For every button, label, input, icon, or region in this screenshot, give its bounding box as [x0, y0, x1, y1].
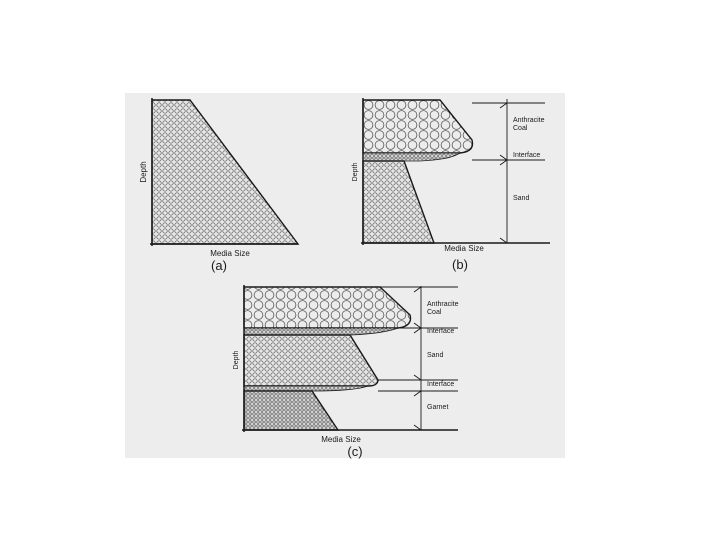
panel-a-ylabel: Depth: [139, 161, 148, 182]
panel-c-ylabel: Depth: [233, 351, 240, 370]
panel-c-caption: (c): [347, 444, 362, 459]
panel-b-label-interface: Interface: [513, 152, 540, 159]
panel-c-anthracite-layer: [243, 286, 412, 329]
panel-a-caption: (a): [211, 258, 227, 273]
panel-b-label-anthracite: Anthracite Coal: [513, 117, 546, 132]
panel-c-layer-dimensions: [378, 286, 458, 431]
panel-c-sand-layer: [243, 334, 379, 387]
panel-a: Depth Media Size (a): [139, 98, 300, 273]
panel-b-ylabel: Depth: [352, 163, 359, 182]
panel-b-caption: (b): [452, 257, 468, 272]
panel-c-interface-band-upper: [243, 327, 399, 336]
panel-b-xlabel: Media Size: [444, 244, 484, 253]
panel-a-xlabel: Media Size: [210, 249, 250, 258]
panel-c-garnet-layer: [243, 390, 340, 431]
panel-c-xlabel: Media Size: [321, 435, 361, 444]
panel-c-label-interface-upper: Interface: [427, 328, 454, 335]
panel-a-media-wedge: [151, 99, 300, 245]
panel-b-anthracite-layer: [362, 99, 474, 154]
panel-b: Anthracite Coal Interface Sand Depth Med…: [352, 98, 550, 272]
panel-c-label-interface-lower: Interface: [427, 381, 454, 388]
panel-c-label-sand: Sand: [427, 352, 443, 359]
panel-b-interface-band: [362, 152, 462, 162]
panel-c-label-anthracite: Anthracite Coal: [427, 301, 460, 316]
panel-c: Anthracite Coal Interface Sand Interface…: [233, 285, 460, 459]
panel-c-interface-band-lower: [243, 385, 369, 392]
panel-b-sand-layer: [362, 160, 436, 244]
panel-b-label-sand: Sand: [513, 195, 529, 202]
panel-c-label-garnet: Garnet: [427, 404, 448, 411]
panel-b-layer-dimensions: [472, 99, 545, 244]
